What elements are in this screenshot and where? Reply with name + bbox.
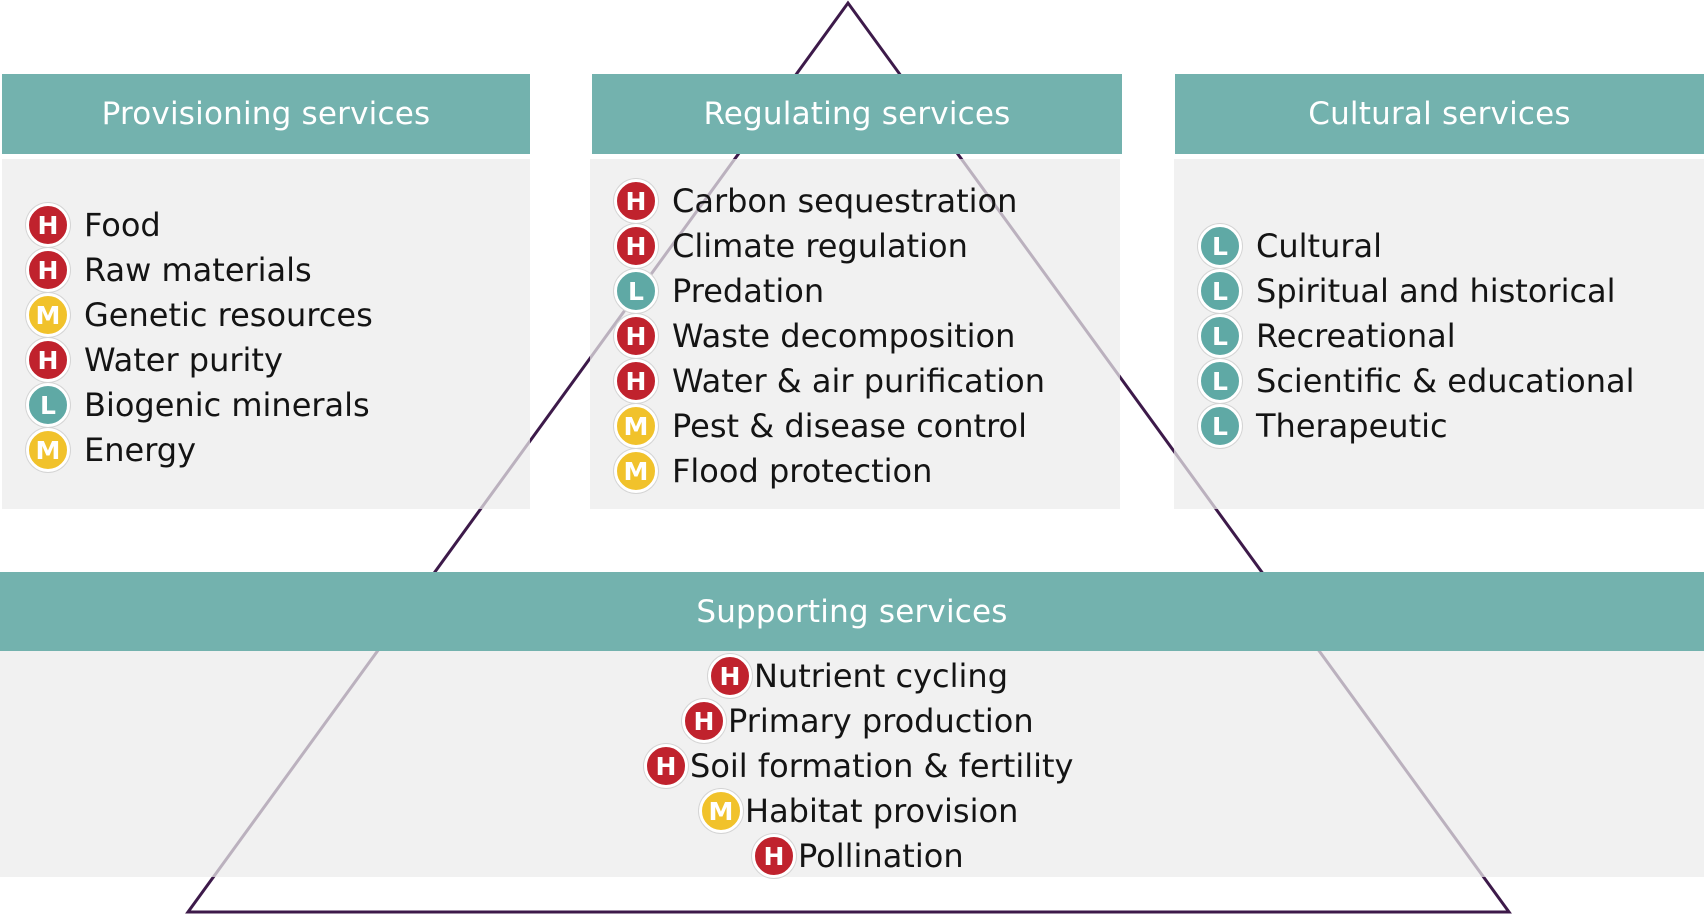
medium-badge-icon: M	[26, 293, 70, 337]
high-badge-icon: H	[614, 359, 658, 403]
high-badge-icon: H	[26, 248, 70, 292]
provisioning-header: Provisioning services	[2, 74, 530, 154]
provisioning-panel	[2, 159, 530, 509]
provisioning-title: Provisioning services	[101, 96, 431, 132]
supporting-item-label: Habitat provision	[745, 792, 1019, 830]
regulating-item-label: Water & air purification	[672, 362, 1046, 400]
provisioning-item-label: Raw materials	[84, 251, 312, 289]
regulating-title: Regulating services	[703, 96, 1011, 132]
regulating-item: H Waste decomposition	[614, 314, 1015, 358]
regulating-item-label: Waste decomposition	[672, 317, 1016, 355]
cultural-item-label: Recreational	[1256, 317, 1456, 355]
regulating-panel	[590, 159, 1120, 509]
supporting-item-label: Nutrient cycling	[754, 657, 1008, 695]
provisioning-item: H Food	[26, 203, 161, 247]
supporting-item-label: Pollination	[798, 837, 964, 875]
supporting-header: Supporting services	[0, 572, 1704, 651]
high-badge-icon: H	[26, 203, 70, 247]
cultural-item: L Cultural	[1198, 224, 1382, 268]
regulating-item-label: Flood protection	[672, 452, 933, 490]
provisioning-item: M Genetic resources	[26, 293, 373, 337]
cultural-item-label: Scientific & educational	[1256, 362, 1635, 400]
cultural-item: L Therapeutic	[1198, 404, 1448, 448]
low-badge-icon: L	[614, 269, 658, 313]
cultural-title: Cultural services	[1308, 96, 1571, 132]
low-badge-icon: L	[1198, 359, 1242, 403]
regulating-item: H Water & air purification	[614, 359, 1045, 403]
cultural-panel	[1174, 159, 1704, 509]
provisioning-item-label: Energy	[84, 431, 197, 469]
provisioning-item: L Biogenic minerals	[26, 383, 370, 427]
cultural-header: Cultural services	[1175, 74, 1704, 154]
cultural-item: L Recreational	[1198, 314, 1456, 358]
regulating-header: Regulating services	[592, 74, 1122, 154]
medium-badge-icon: M	[614, 404, 658, 448]
cultural-item: L Spiritual and historical	[1198, 269, 1616, 313]
regulating-item-label: Predation	[672, 272, 825, 310]
medium-badge-icon: M	[614, 449, 658, 493]
low-badge-icon: L	[26, 383, 70, 427]
provisioning-item-label: Genetic resources	[84, 296, 373, 334]
regulating-item: L Predation	[614, 269, 824, 313]
high-badge-icon: H	[752, 834, 796, 878]
regulating-item: M Flood protection	[614, 449, 932, 493]
provisioning-item: H Water purity	[26, 338, 283, 382]
low-badge-icon: L	[1198, 269, 1242, 313]
low-badge-icon: L	[1198, 224, 1242, 268]
high-badge-icon: H	[26, 338, 70, 382]
provisioning-item-label: Food	[84, 206, 161, 244]
provisioning-item-label: Biogenic minerals	[84, 386, 370, 424]
high-badge-icon: H	[614, 314, 658, 358]
medium-badge-icon: M	[26, 428, 70, 472]
medium-badge-icon: M	[699, 789, 743, 833]
supporting-panel	[0, 651, 1704, 877]
regulating-item: H Climate regulation	[614, 224, 968, 268]
low-badge-icon: L	[1198, 404, 1242, 448]
provisioning-item: H Raw materials	[26, 248, 312, 292]
cultural-item-label: Spiritual and historical	[1256, 272, 1616, 310]
regulating-item-label: Pest & disease control	[672, 407, 1027, 445]
high-badge-icon: H	[682, 699, 726, 743]
cultural-item-label: Cultural	[1256, 227, 1382, 265]
supporting-item-label: Primary production	[728, 702, 1034, 740]
high-badge-icon: H	[644, 744, 688, 788]
cultural-item-label: Therapeutic	[1256, 407, 1448, 445]
high-badge-icon: H	[614, 179, 658, 223]
cultural-item: L Scientific & educational	[1198, 359, 1635, 403]
supporting-item-label: Soil formation & fertility	[690, 747, 1074, 785]
provisioning-item-label: Water purity	[84, 341, 283, 379]
regulating-item-label: Carbon sequestration	[672, 182, 1018, 220]
high-badge-icon: H	[708, 654, 752, 698]
supporting-title: Supporting services	[696, 593, 1008, 630]
high-badge-icon: H	[614, 224, 658, 268]
provisioning-item: M Energy	[26, 428, 196, 472]
regulating-item: M Pest & disease control	[614, 404, 1027, 448]
regulating-item-label: Climate regulation	[672, 227, 968, 265]
low-badge-icon: L	[1198, 314, 1242, 358]
regulating-item: H Carbon sequestration	[614, 179, 1017, 223]
